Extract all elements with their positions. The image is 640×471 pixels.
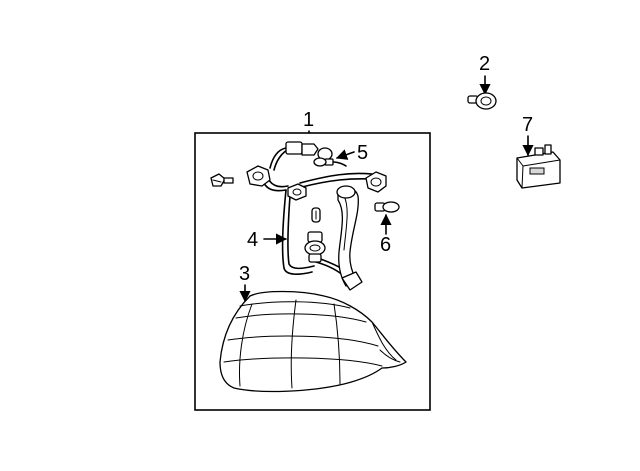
part-5-bulb <box>313 157 334 167</box>
part-6-bulb <box>374 201 400 213</box>
small-bulb <box>311 207 321 223</box>
mounting-screw <box>210 173 234 187</box>
callout-2-label: 2 <box>479 53 490 75</box>
upper-socket <box>285 141 333 161</box>
callout-3-label: 3 <box>239 263 250 285</box>
callout-4-label: 4 <box>247 229 258 251</box>
part-7-module <box>516 144 561 189</box>
callout-5-label: 5 <box>357 142 368 164</box>
part-3-lens <box>219 290 407 393</box>
socket-holder <box>336 185 363 291</box>
callout-5-arrow <box>335 149 355 160</box>
callout-6-label: 6 <box>380 234 391 256</box>
center-socket <box>287 183 307 201</box>
right-socket <box>365 171 387 193</box>
left-socket <box>246 165 271 187</box>
callout-1-label: 1 <box>303 109 314 131</box>
callout-7-label: 7 <box>522 114 533 136</box>
lower-bulb-socket <box>304 231 326 263</box>
part-2-socket <box>467 92 497 110</box>
